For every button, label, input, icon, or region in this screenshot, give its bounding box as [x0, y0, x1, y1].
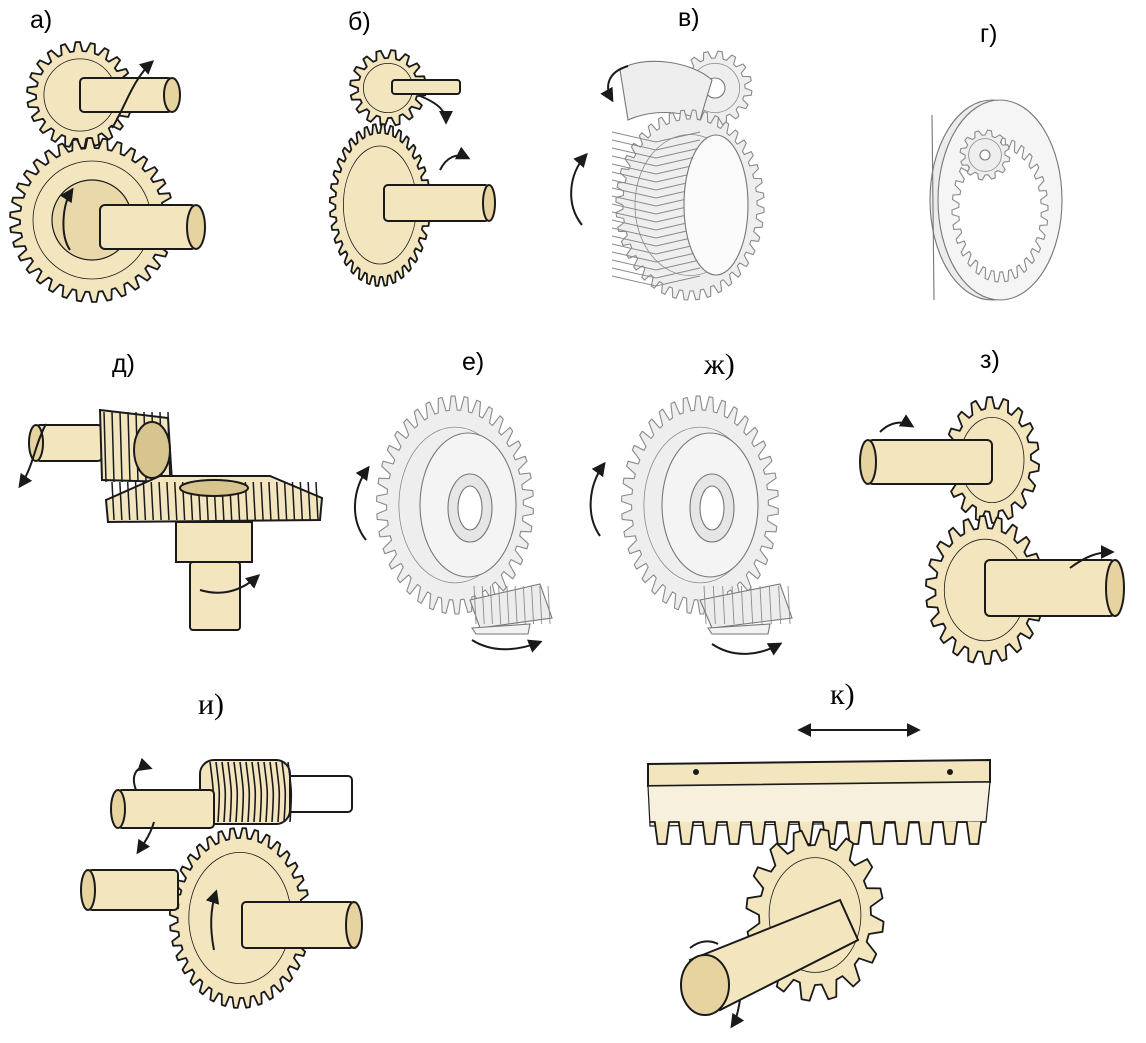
rotation-arrow-icon	[59, 187, 74, 251]
panel-label-d: д)	[112, 350, 135, 378]
panel-i-worm-gear	[80, 757, 363, 1009]
panel-label-v: в)	[678, 4, 700, 32]
panel-label-z: з)	[980, 346, 1000, 374]
panel-label-i: и)	[198, 688, 225, 721]
panel-label-a: а)	[30, 6, 53, 34]
panel-k-rack-pinion	[647, 723, 991, 1029]
pinion-icon	[349, 49, 427, 127]
panel-label-zh: ж)	[704, 348, 735, 381]
shaft-icon	[99, 204, 197, 250]
panel-z-helical-gears	[859, 396, 1125, 665]
shaft-icon	[79, 77, 173, 113]
panel-e-spiral-bevel	[354, 395, 553, 653]
panel-label-b: б)	[348, 8, 371, 36]
panel-b-gears	[328, 49, 496, 287]
shaft-icon	[383, 184, 490, 222]
panel-a-spur-gears	[9, 41, 206, 303]
panel-d-bevel-gears	[18, 408, 324, 631]
panel-label-k: к)	[830, 678, 855, 711]
panel-label-e: е)	[462, 348, 485, 376]
rotation-arrow-icon	[111, 60, 155, 129]
panel-v-herringbone	[570, 50, 765, 301]
panel-g-internal-ring	[929, 99, 1063, 301]
panel-label-g: г)	[980, 20, 998, 48]
panel-zh-spiral-bevel	[589, 395, 793, 656]
